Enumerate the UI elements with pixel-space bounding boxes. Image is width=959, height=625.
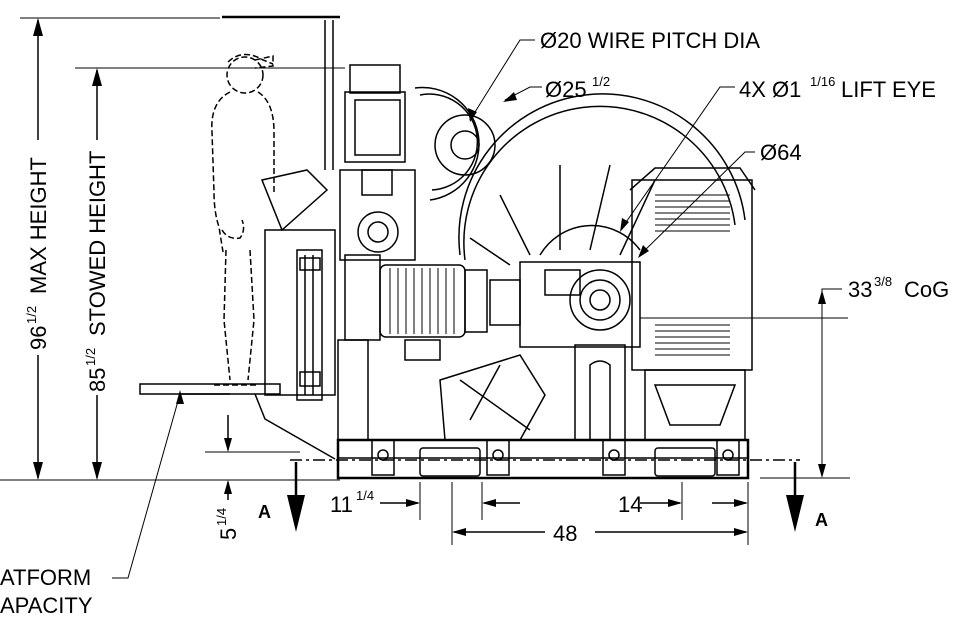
left-eye-offset-label: 11 1/4 (330, 488, 374, 517)
right-eye-offset-label: 14 (618, 492, 642, 517)
left-eye-offset-value: 11 (330, 492, 353, 517)
electrical-cabinet (629, 167, 756, 441)
max-height-dimension (20, 17, 220, 480)
lift-eye-prefix: 4X Ø1 (739, 77, 801, 102)
eye-span-label: 48 (553, 521, 577, 546)
flange-diameter-fraction: 1/2 (592, 74, 610, 89)
wire-pitch-callout: Ø20 WIRE PITCH DIA (540, 28, 760, 53)
cog-label: CoG (904, 277, 949, 302)
callout-leaders (112, 39, 848, 579)
section-marker-right: A (815, 510, 828, 530)
section-arrow-right (786, 462, 804, 532)
max-height-label: 96 1/2 MAX HEIGHT (24, 157, 51, 350)
stowed-height-fraction: 1/2 (83, 348, 98, 366)
ground-lines (0, 451, 850, 481)
max-height-text: MAX HEIGHT (26, 157, 51, 294)
platform-offset-dimension (224, 415, 232, 500)
person-figure (211, 53, 275, 386)
cog-fraction: 3/8 (874, 274, 892, 289)
cog-callout: 33 3/8 CoG (848, 274, 949, 302)
flange-diameter-value: Ø25 (545, 77, 587, 102)
flange-diameter-callout: Ø25 1/2 (545, 74, 610, 102)
lift-eye-suffix: LIFT EYE (841, 77, 936, 102)
main-drum (439, 93, 746, 441)
skid-frame (336, 339, 750, 480)
section-marker-left: A (258, 502, 271, 522)
stowed-height-dimension (75, 67, 345, 480)
bottom-dimensions (380, 482, 749, 545)
lift-eye-callout: 4X Ø1 1/16 LIFT EYE (739, 74, 936, 102)
motor (344, 254, 521, 361)
max-height-fraction: 1/2 (24, 306, 39, 324)
cabinet-vents-bottom (655, 324, 730, 356)
drum-diameter-callout: Ø64 (760, 140, 802, 165)
mast (222, 15, 340, 170)
cabinet-vents-top (655, 194, 730, 232)
platform-offset-label: 5 1/4 (214, 508, 241, 540)
stowed-height-value: 85 (85, 368, 110, 392)
cog-value: 33 (848, 277, 872, 302)
lift-eye-fraction: 1/16 (810, 74, 835, 89)
platform-offset-fraction: 1/4 (214, 508, 229, 526)
platform-note-line1: ATFORM (0, 565, 91, 590)
gearbox (519, 261, 641, 348)
upper-winch (339, 64, 496, 261)
section-arrow-left (287, 462, 305, 532)
stowed-height-label: 85 1/2 STOWED HEIGHT (83, 151, 110, 392)
max-height-value: 96 (26, 326, 51, 350)
platform (139, 169, 336, 460)
stowed-height-text: STOWED HEIGHT (85, 151, 110, 336)
platform-offset-value: 5 (216, 528, 241, 540)
left-eye-offset-fraction: 1/4 (356, 488, 374, 503)
platform-note-line2: APACITY (0, 593, 93, 618)
